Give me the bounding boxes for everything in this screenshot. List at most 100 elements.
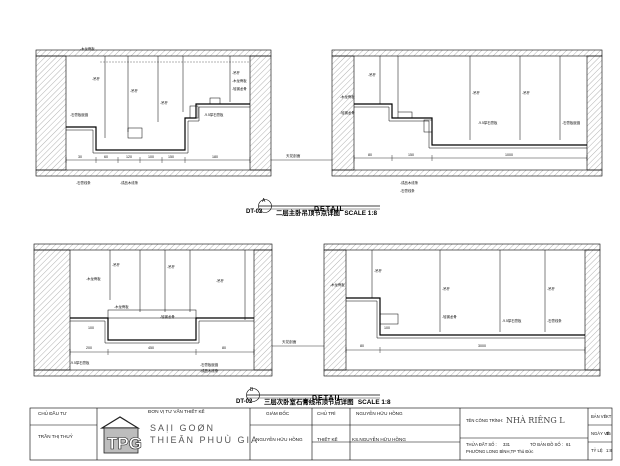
side-label-2: NGÀY VẼ [591,431,610,436]
company-line-2: THIEÂN PHUÙ GIA [150,435,260,445]
detail-a-left-section [35,49,272,177]
label-b-right-2: -吊杆 [547,287,555,291]
label-b-left-8: -成品木线条 [200,369,219,373]
dim-a-8: 150 [408,153,414,157]
label-a-left-10: -石膏线条 [76,181,91,185]
detail-a-word: DETAIL [314,198,345,216]
dim-b-4: 80 [360,344,364,348]
label-a-right-7: -成品木线条 [400,181,419,185]
detail-a-scale-text: SCALE 1:8 [344,210,378,217]
detail-b-name-text: 三层次卧室石膏线吊顶节点详图 [264,399,354,406]
detail-a-right-section [331,49,603,177]
project-name: NHÀ RIÊNG L [506,416,565,425]
dim-a-5: 180 [212,155,218,159]
detail-b-code-text: DT-02 [236,399,253,405]
detail-b-word-text: DETAIL [312,395,343,402]
label-a-right-2: -吊杆 [522,91,530,95]
label-a-right-0: -吊杆 [368,73,376,77]
dim-a-4: 150 [168,155,174,159]
label-a-left-5: -木龙骨板 [232,79,247,83]
label-a-left-2: -吊杆 [130,89,138,93]
label-b-left-2: -吊杆 [167,265,175,269]
label-a-left-8: -石膏板嵌缝 [70,113,89,117]
label-b-left-7: -石膏板嵌缝 [200,363,219,367]
dim-a-1: 60 [104,155,108,159]
dim-b-0: 200 [86,346,92,350]
label-a-right-1: -吊杆 [472,91,480,95]
company-logo: TPG [99,416,142,454]
dim-a-0: 30 [78,155,82,159]
map-label: TỜ BẢN ĐỒ SỐ : [530,442,563,447]
role-1-label: CHỦ TRÌ [317,411,336,416]
label-a-right-6: -石膏板嵌缝 [562,121,581,125]
label-b-right-6: -石膏线条 [547,319,562,323]
wall-right-a [249,55,272,171]
label-a-right-4: -轻钢龙骨 [340,111,355,115]
label-a-right-3: -木龙骨板 [340,95,355,99]
label-a-left-1: -吊杆 [92,77,100,81]
label-a-left-4: -吊杆 [232,71,240,75]
ceiling-profile-b-left [70,317,254,341]
slab-left-a-top [35,49,272,57]
side-value-3: 1:8 [606,448,612,453]
dim-b-3: 100 [88,326,94,330]
detail-b-scale-text: SCALE 1:8 [357,399,391,406]
label-b-left-5: -木龙骨板 [114,305,129,309]
dim-a-3: 100 [148,155,154,159]
detail-a-letter: A [262,198,266,204]
label-b-right-1: -吊杆 [442,287,450,291]
label-b-left-4: -轻钢龙骨 [160,315,175,319]
location-text: PHƯỜNG LONG BÌNH,TP Thủ Đức [466,449,534,454]
label-b-right-3: -木龙骨板 [330,283,345,287]
role-2-label: THIẾT KẾ [317,437,338,442]
label-a-left-3: -吊杆 [160,101,168,105]
label-a-right-8: -石膏线条 [400,189,415,193]
dim-b-1: 450 [148,346,154,350]
dim-a-2: 120 [126,155,132,159]
dim-a-7: 80 [368,153,372,157]
ceiling-profile-b-right [346,297,585,336]
label-a-right-5: -9.5厚石膏板 [478,121,498,125]
label-a-left-6: -轻钢龙骨 [232,87,247,91]
label-a-left-9: -成品木线条 [120,181,139,185]
detail-b-right-section [323,243,601,377]
title-block: CHỦ ĐẦU TƯ TRẦN THỊ THUỶ ĐƠN VỊ TƯ VẤN T… [0,408,620,466]
detail-b-title: 三层次卧室石膏线吊顶节点详图 SCALE 1:8 [264,391,391,409]
detail-b-marker [246,388,380,402]
detail-b-word: DETAIL [312,387,343,405]
label-b-right-5: -9.5厚石膏板 [502,319,522,323]
detail-b-letter: B [250,387,254,393]
detail-a-code: DT-02 [246,200,262,218]
label-a-left-0: -木龙骨板 [80,47,95,51]
label-a-left-7: -9.5厚石膏板 [204,113,224,117]
detail-a-title: 二层主卧吊顶节点详图 SCALE 1:8 [276,202,377,220]
wall-left-a [35,55,67,171]
detail-b-left-section [33,243,273,377]
label-b-left-6: -9.5厚石膏板 [70,361,90,365]
detail-a-marker [258,199,380,213]
label-b-right-0: -吊杆 [374,269,382,273]
lot-label: THỬA ĐẤT SỐ : [466,442,497,447]
side-label-3: TỶ LỆ [591,448,603,453]
side-value-2: 05 [606,431,611,436]
director-name: NGUYỄN HỮU HỒNG [256,437,303,442]
label-b-right-4: -轻钢龙骨 [442,315,457,319]
detail-a-word-text: DETAIL [314,206,345,213]
owner-name: TRẦN THỊ THUỶ [38,434,73,439]
side-value-1: KT [606,414,612,419]
ceiling-label-b: 天花剖面 [282,340,297,344]
dim-b-2: 80 [222,346,226,350]
project-header: TÊN CÔNG TRÌNH: [466,418,504,423]
label-b-left-0: -木龙骨板 [86,277,101,281]
director-header: GIÁM ĐỐC [266,411,290,416]
dim-b-5: 3000 [478,344,486,348]
consultant-header: ĐƠN VỊ TƯ VẤN THIẾT KẾ [148,409,205,414]
lot-value: 331 [503,442,510,447]
company-line-1: SAỊI GOØN [150,423,216,433]
ceiling-profile-a-left [66,103,250,151]
role-1-name: NGUYỄN HỮU HỒNG [356,411,403,416]
detail-a-code-text: DT-02 [246,209,263,215]
label-b-left-3: -吊杆 [216,279,224,283]
owner-header: CHỦ ĐẦU TƯ [38,411,67,416]
